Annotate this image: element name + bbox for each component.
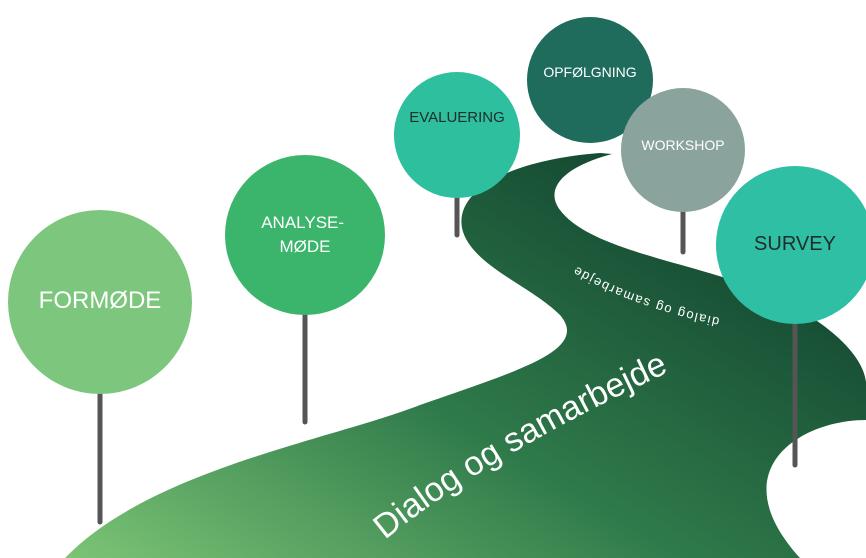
milestone-evaluering-circle [394, 72, 520, 198]
milestone-opfolgning: OPFØLGNING [527, 17, 653, 143]
milestone-survey: SURVEY [716, 166, 866, 324]
milestone-survey-circle [716, 166, 866, 324]
milestone-workshop-circle [621, 88, 745, 212]
milestone-opfolgning-circle [527, 17, 653, 143]
milestone-evaluering: EVALUERING [394, 72, 520, 198]
milestone-analysemode-circle [225, 155, 385, 315]
milestone-evaluering-label: EVALUERING [409, 109, 505, 126]
milestone-workshop: WORKSHOP [621, 88, 745, 212]
milestone-analysemode-label: ANALYSE- MØDE [261, 213, 349, 256]
road [65, 153, 866, 558]
milestone-formode-circle [8, 210, 192, 394]
milestone-formode: FORMØDE [8, 210, 192, 394]
milestone-opfolgning-label: OPFØLGNING [543, 64, 636, 80]
milestone-formode-label: FORMØDE [39, 287, 162, 314]
milestone-analysemode: ANALYSE- MØDE [225, 155, 385, 315]
milestone-survey-label: SURVEY [754, 233, 836, 255]
milestone-workshop-label: WORKSHOP [641, 137, 724, 153]
